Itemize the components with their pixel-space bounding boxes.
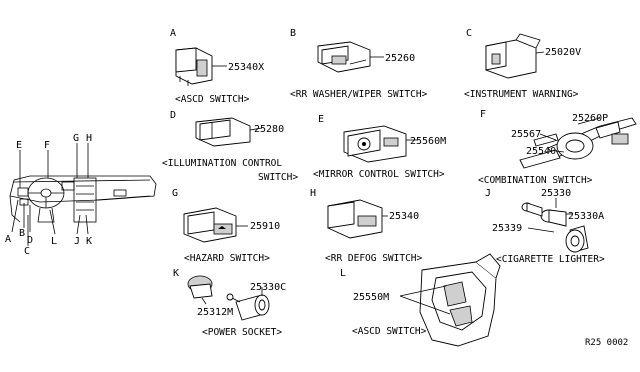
section-l-ascd-switch: L 25550M <ASCD SWITCH> <box>340 253 501 347</box>
part-code-25550m: 25550M <box>353 292 389 303</box>
caption-mirror-control-switch: <MIRROR CONTROL SWITCH> <box>313 169 445 180</box>
caption-ascd-switch-l: <ASCD SWITCH> <box>352 326 427 337</box>
locator-label-J: J <box>74 236 80 247</box>
section-b-rr-washer-wiper-switch: B 25260 <RR WASHER/WIPER SWITCH> <box>290 28 428 100</box>
section-letter-a: A <box>170 28 176 39</box>
power-socket-part <box>187 275 270 321</box>
locator-label-H: H <box>86 133 92 144</box>
rr-defog-switch-part <box>327 199 383 239</box>
section-letter-e: E <box>318 114 324 125</box>
section-j-cigarette-lighter: J 25330 25330A 25339 <CIGARETTE LIGHTER> <box>485 188 605 265</box>
part-code-25330c: 25330C <box>250 282 286 293</box>
locator-label-A: A <box>5 234 11 245</box>
section-letter-b: B <box>290 28 296 39</box>
caption-ascd-switch-a: <ASCD SWITCH> <box>175 94 250 105</box>
part-code-25280: 25280 <box>254 124 284 135</box>
section-letter-g: G <box>172 188 178 199</box>
part-code-25910: 25910 <box>250 221 280 232</box>
diagram-reference-number: R25 0002 <box>585 338 628 348</box>
section-letter-d: D <box>170 110 176 121</box>
locator-leaders <box>11 143 89 246</box>
ascd-switch-part <box>175 47 213 86</box>
ascd-switch-assembly-part <box>419 253 501 347</box>
section-c-instrument-warning: C 25020V <INSTRUMENT WARNING> <box>464 28 581 100</box>
hazard-switch-part <box>183 207 237 243</box>
section-letter-k: K <box>173 268 179 279</box>
combination-switch-part <box>519 117 637 169</box>
caption-instrument-warning: <INSTRUMENT WARNING> <box>464 89 579 100</box>
section-d-illumination-control-switch: D 25280 <ILLUMINATION CONTROL SWITCH> <box>162 110 298 183</box>
part-code-25567: 25567 <box>511 129 541 140</box>
section-e-mirror-control-switch: E 25560M <MIRROR CONTROL SWITCH> <box>313 114 446 180</box>
part-code-25260: 25260 <box>385 53 415 64</box>
part-code-25330a: 25330A <box>568 211 604 222</box>
section-h-rr-defog-switch: H 25340 <RR DEFOG SWITCH> <box>310 188 423 264</box>
section-letter-f: F <box>480 109 486 120</box>
section-g-hazard-switch: G 25910 <HAZARD SWITCH> <box>172 188 280 264</box>
locator-label-G: G <box>73 133 79 144</box>
caption-cigarette-lighter: <CIGARETTE LIGHTER> <box>496 254 605 265</box>
cigarette-lighter-part <box>521 202 589 253</box>
instrument-warning-part <box>485 33 541 79</box>
caption-hazard-switch: <HAZARD SWITCH> <box>184 253 270 264</box>
locator-label-E: E <box>16 140 22 151</box>
part-code-25339: 25339 <box>492 223 522 234</box>
locator-label-K: K <box>86 236 92 247</box>
caption-rr-defog-switch: <RR DEFOG SWITCH> <box>325 253 423 264</box>
part-code-25560m: 25560M <box>410 136 446 147</box>
part-code-25340x: 25340X <box>228 62 264 73</box>
part-code-25312m: 25312M <box>197 307 233 318</box>
caption-power-socket: <POWER SOCKET> <box>202 327 282 338</box>
locator-label-F: F <box>44 140 50 151</box>
locator-label-C: C <box>24 246 30 257</box>
section-f-combination-switch: F 25260P 25567 25540 <COMBINATION SWITCH… <box>478 109 637 186</box>
caption-illumination-control-line2: SWITCH> <box>258 172 298 183</box>
section-letter-c: C <box>466 28 472 39</box>
caption-rr-washer-wiper-switch: <RR WASHER/WIPER SWITCH> <box>290 89 428 100</box>
section-letter-l: L <box>340 268 346 279</box>
rr-washer-wiper-switch-part <box>317 41 371 73</box>
part-code-25330: 25330 <box>541 188 571 199</box>
mirror-control-switch-part <box>343 125 407 163</box>
part-code-25540: 25540 <box>526 146 556 157</box>
locator-label-D: D <box>27 235 33 246</box>
section-a-ascd-switch: A 25340X <ASCD SWITCH> <box>170 28 264 105</box>
part-code-25340: 25340 <box>389 211 419 222</box>
caption-combination-switch: <COMBINATION SWITCH> <box>478 175 593 186</box>
dashboard-overview: E F G H A B D C L J K <box>5 133 157 257</box>
section-letter-h: H <box>310 188 316 199</box>
part-code-25260p: 25260P <box>572 113 608 124</box>
illumination-control-switch-part <box>195 117 251 147</box>
section-k-power-socket: K 25330C 25312M <POWER SOCKET> <box>173 268 286 338</box>
part-code-25020v: 25020V <box>545 47 581 58</box>
caption-illumination-control-line1: <ILLUMINATION CONTROL <box>162 158 282 169</box>
locator-label-L: L <box>51 236 57 247</box>
locator-label-B: B <box>19 228 25 239</box>
section-letter-j: J <box>485 188 491 199</box>
